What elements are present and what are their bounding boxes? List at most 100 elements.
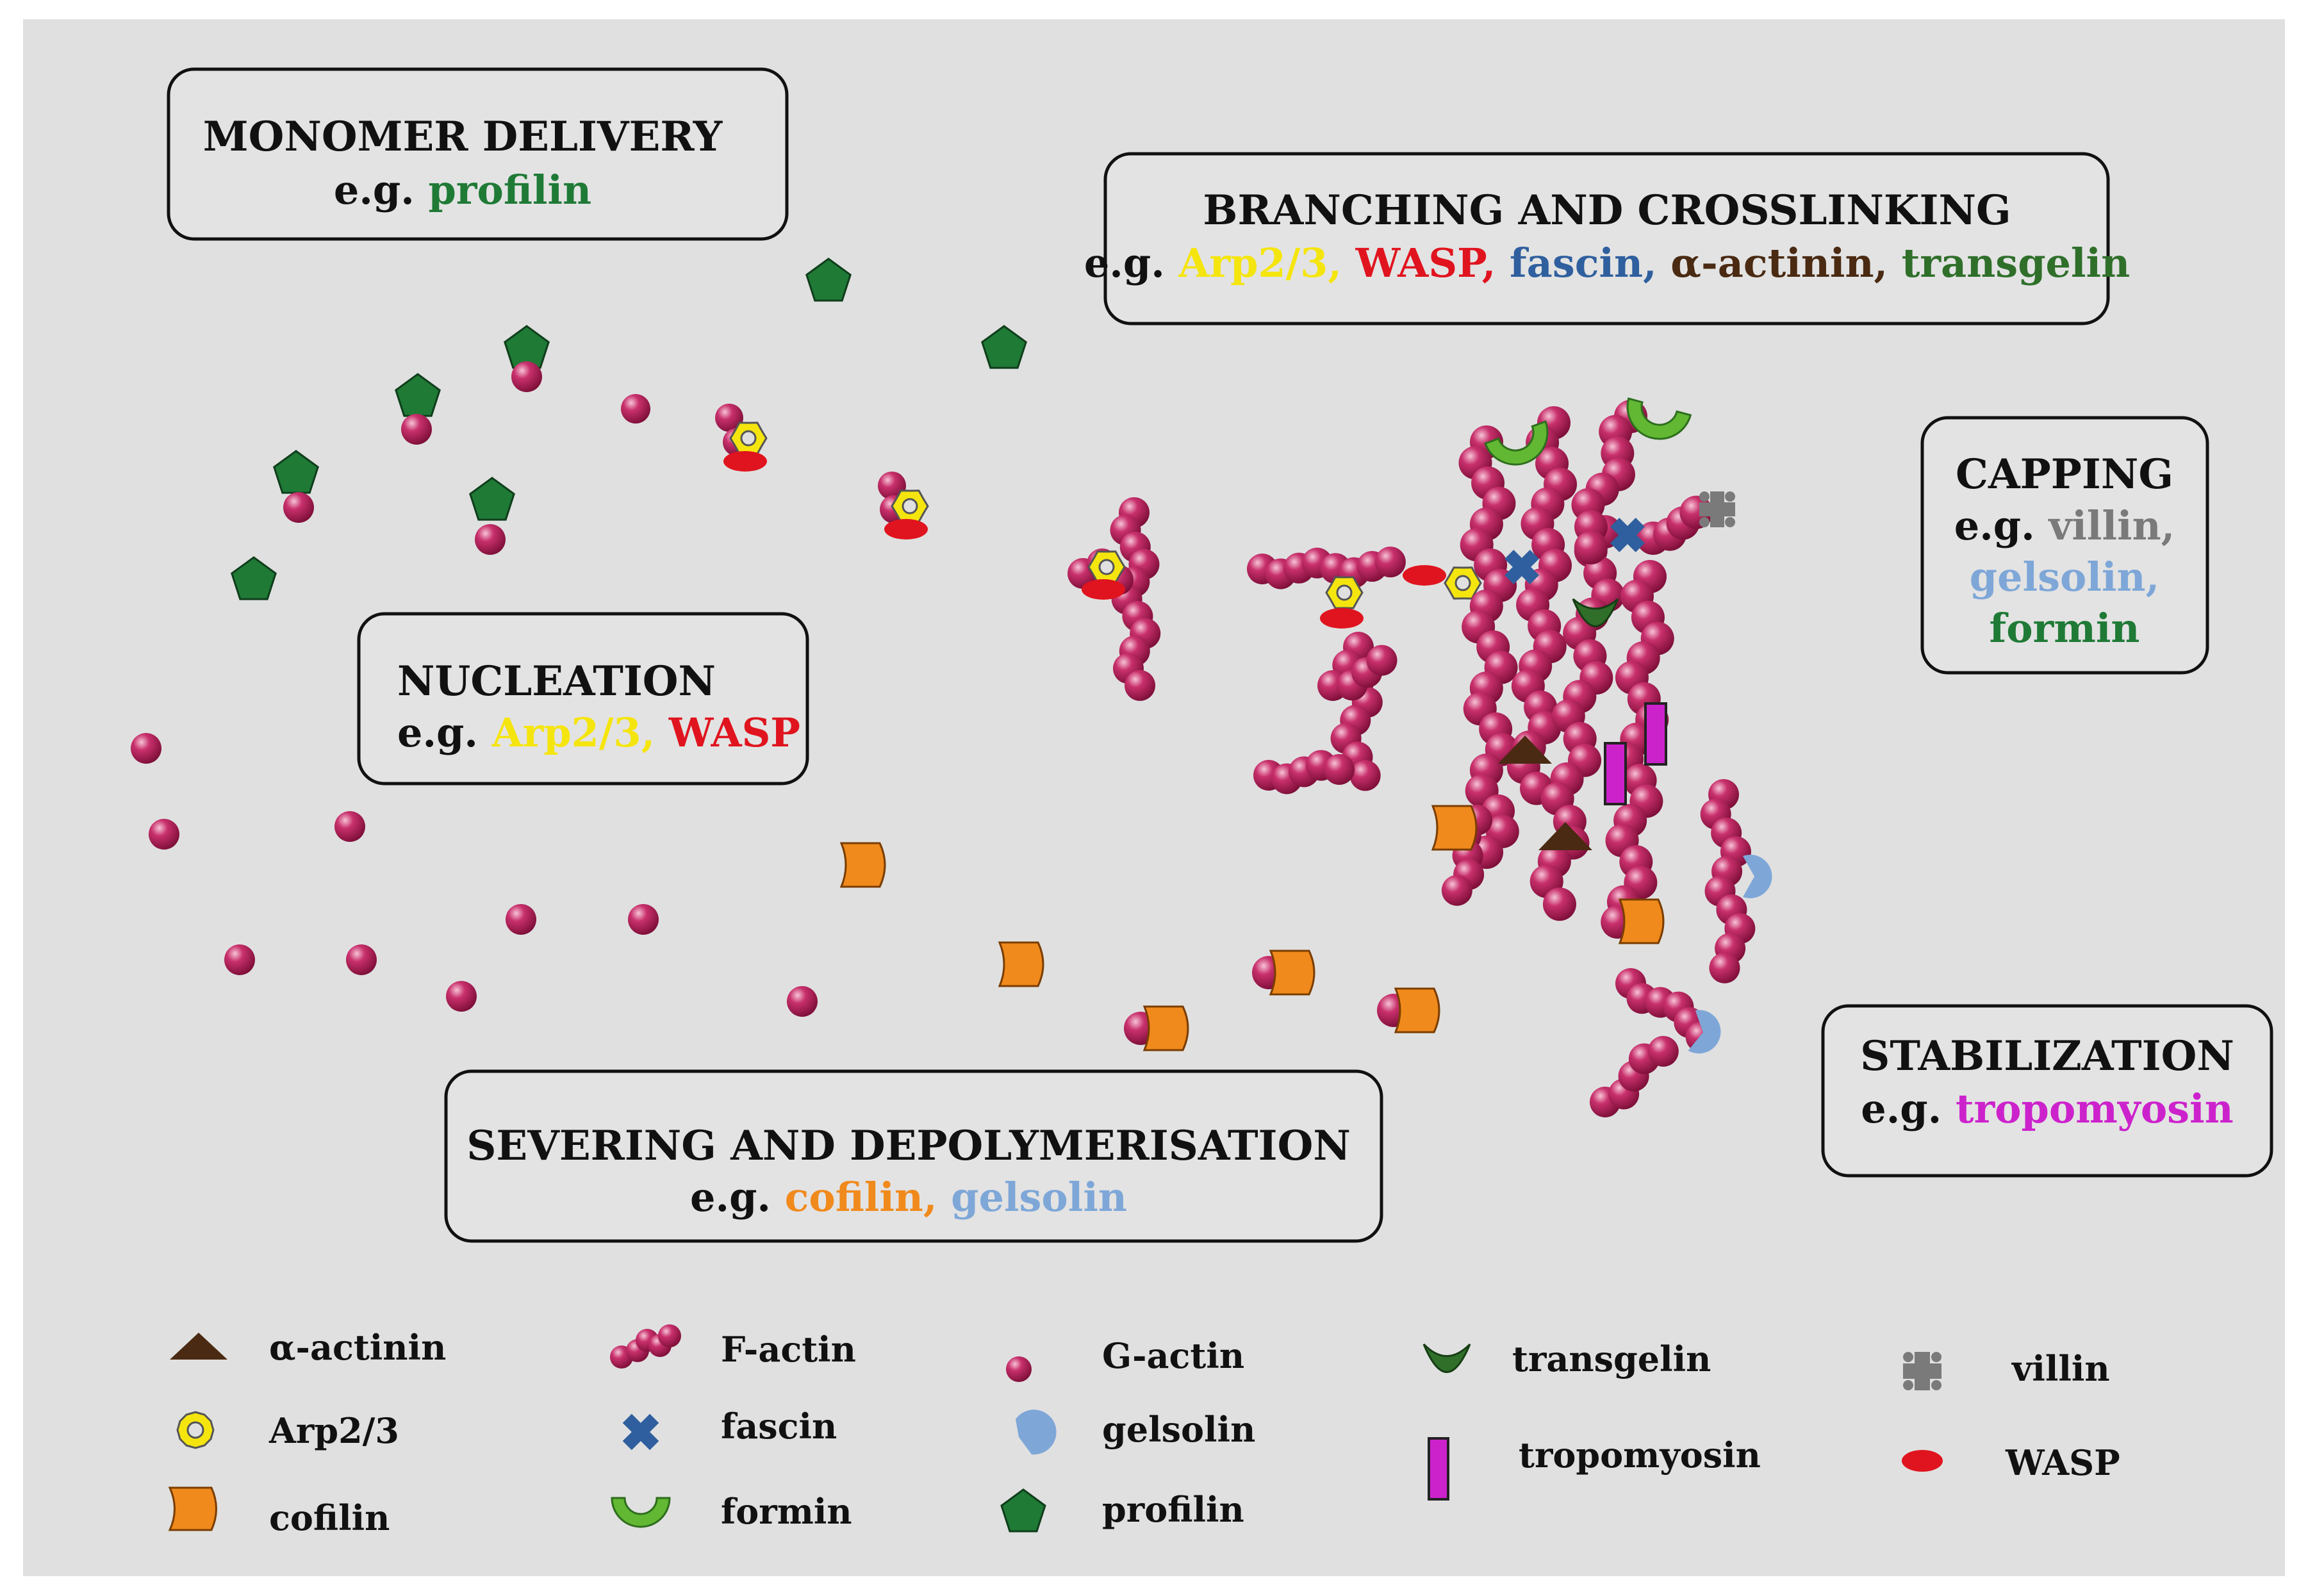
profilin-icon <box>395 373 441 417</box>
severing-title: SEVERING AND DEPOLYMERISATION <box>466 1122 1351 1170</box>
legend-item-transgelin: transgelin <box>1422 1338 1711 1379</box>
f-actin-icon <box>610 1324 681 1369</box>
g-actin-icon <box>1006 1356 1032 1382</box>
f-actin-filament <box>1571 400 1647 564</box>
svg-text:tropomyosin: tropomyosin <box>1519 1435 1761 1476</box>
legend-item-gelsolin: gelsolin <box>1016 1409 1255 1455</box>
legend-item-fascin: fascin <box>622 1406 837 1451</box>
transgelin-icon <box>1422 1343 1471 1373</box>
f-actin-filament <box>1317 645 1397 701</box>
arp23-icon <box>1325 576 1364 609</box>
monomer-delivery-examples: e.g. profilin <box>334 167 591 213</box>
tropomyosin-icon <box>1644 702 1667 766</box>
actin-network-illustration <box>131 258 1772 1117</box>
svg-text:profilin: profilin <box>1102 1489 1244 1530</box>
monomer-delivery-box: MONOMER DELIVERY e.g. profilin <box>167 67 789 241</box>
capping-example-villin: e.g. villin, <box>1954 502 2175 549</box>
stabilization-examples: e.g. tropomyosin <box>1861 1085 2233 1132</box>
legend-item-arp23: Arp2/3 <box>176 1410 399 1451</box>
villin-icon <box>1699 491 1735 527</box>
capping-example-formin: formin <box>1990 605 2140 652</box>
legend-item-villin: villin <box>1903 1348 2110 1390</box>
legend-item-cofilin: cofilin <box>168 1486 390 1538</box>
fascin-icon <box>1610 518 1645 552</box>
legend-item-f-actin: F-actin <box>610 1324 856 1370</box>
profilin-icon <box>469 477 515 521</box>
g-actin-bead <box>346 944 377 975</box>
wasp-icon <box>1082 579 1125 600</box>
transgelin-icon <box>1572 598 1619 627</box>
alpha-actinin-icon <box>170 1333 227 1360</box>
svg-text:transgelin: transgelin <box>1512 1338 1711 1379</box>
legend-item-wasp: WASP <box>1902 1442 2120 1483</box>
svg-text:cofilin: cofilin <box>269 1497 390 1538</box>
legend-item-tropomyosin: tropomyosin <box>1428 1435 1761 1501</box>
cofilin-icon <box>839 842 886 888</box>
g-actin-bead <box>401 414 432 445</box>
capping-title: CAPPING <box>1956 450 2173 498</box>
g-actin-bead <box>131 733 161 764</box>
f-actin-filament <box>1253 750 1355 794</box>
cofilin-icon <box>1269 950 1315 996</box>
profilin-icon <box>273 450 319 494</box>
f-actin-filament <box>1247 547 1406 589</box>
capping-box: CAPPING e.g. villin, gelsolin, formin <box>1920 416 2209 675</box>
wasp-icon <box>884 519 928 539</box>
g-actin-bead <box>149 819 179 850</box>
arp23-icon <box>1087 550 1126 584</box>
f-actin-filament <box>1700 779 1756 983</box>
g-actin-bead <box>715 404 743 432</box>
gelsolin-icon <box>1688 1010 1721 1054</box>
profilin-icon <box>981 325 1027 369</box>
cofilin-icon <box>998 941 1044 987</box>
nucleation-examples: e.g. Arp2/3, WASP <box>397 709 800 756</box>
cofilin-icon <box>168 1486 217 1531</box>
tropomyosin-icon <box>1428 1437 1449 1501</box>
formin-icon <box>1484 420 1549 466</box>
severing-depolymerisation-box: SEVERING AND DEPOLYMERISATION e.g. cofil… <box>444 1069 1383 1243</box>
cofilin-icon <box>1431 805 1478 851</box>
alpha-actinin-icon <box>1538 822 1592 850</box>
f-actin-filament <box>1458 425 1519 869</box>
cofilin-icon <box>1394 987 1440 1033</box>
arp23-icon <box>176 1411 215 1449</box>
profilin-icon <box>805 258 852 302</box>
svg-text:gelsolin: gelsolin <box>1102 1409 1255 1450</box>
profilin-icon <box>1000 1488 1046 1533</box>
monomer-delivery-title: MONOMER DELIVERY <box>203 113 723 161</box>
g-actin-bead <box>475 524 506 555</box>
f-actin-filament <box>1110 497 1161 701</box>
legend-item-formin: formin <box>611 1491 852 1532</box>
fascin-icon <box>1504 550 1539 584</box>
wasp-icon <box>723 451 767 472</box>
wasp-icon <box>1403 565 1446 586</box>
branching-title: BRANCHING AND CROSSLINKING <box>1203 186 2011 234</box>
legend-item-alpha-actinin: α-actinin <box>170 1327 446 1368</box>
wasp-icon <box>1902 1450 1943 1472</box>
svg-text:Arp2/3: Arp2/3 <box>268 1410 399 1451</box>
cofilin-icon <box>1618 898 1665 944</box>
g-actin-bead <box>334 811 365 842</box>
profilin-icon <box>231 556 277 600</box>
legend-item-profilin: profilin <box>1000 1488 1244 1533</box>
g-actin-bead <box>446 981 477 1012</box>
gelsolin-icon <box>1743 855 1772 898</box>
g-actin-bead <box>621 394 650 424</box>
g-actin-bead <box>224 944 255 975</box>
wasp-icon <box>1320 608 1364 629</box>
nucleation-box: NUCLEATION e.g. Arp2/3, WASP <box>357 612 809 786</box>
g-actin-bead <box>283 492 314 523</box>
arp23-icon <box>729 422 768 455</box>
svg-text:formin: formin <box>721 1491 852 1532</box>
g-actin-bead <box>628 904 659 935</box>
svg-text:WASP: WASP <box>2005 1442 2120 1483</box>
formin-icon <box>611 1497 671 1528</box>
legend-item-g-actin: G-actin <box>1006 1335 1244 1382</box>
tropomyosin-icon <box>1604 742 1627 805</box>
cofilin-icon <box>1142 1005 1189 1051</box>
severing-examples: e.g. cofilin, gelsolin <box>690 1174 1127 1221</box>
branching-examples: e.g. Arp2/3, WASP, fascin, α-actinin, tr… <box>1084 240 2130 286</box>
alpha-actinin-icon <box>1498 736 1552 764</box>
